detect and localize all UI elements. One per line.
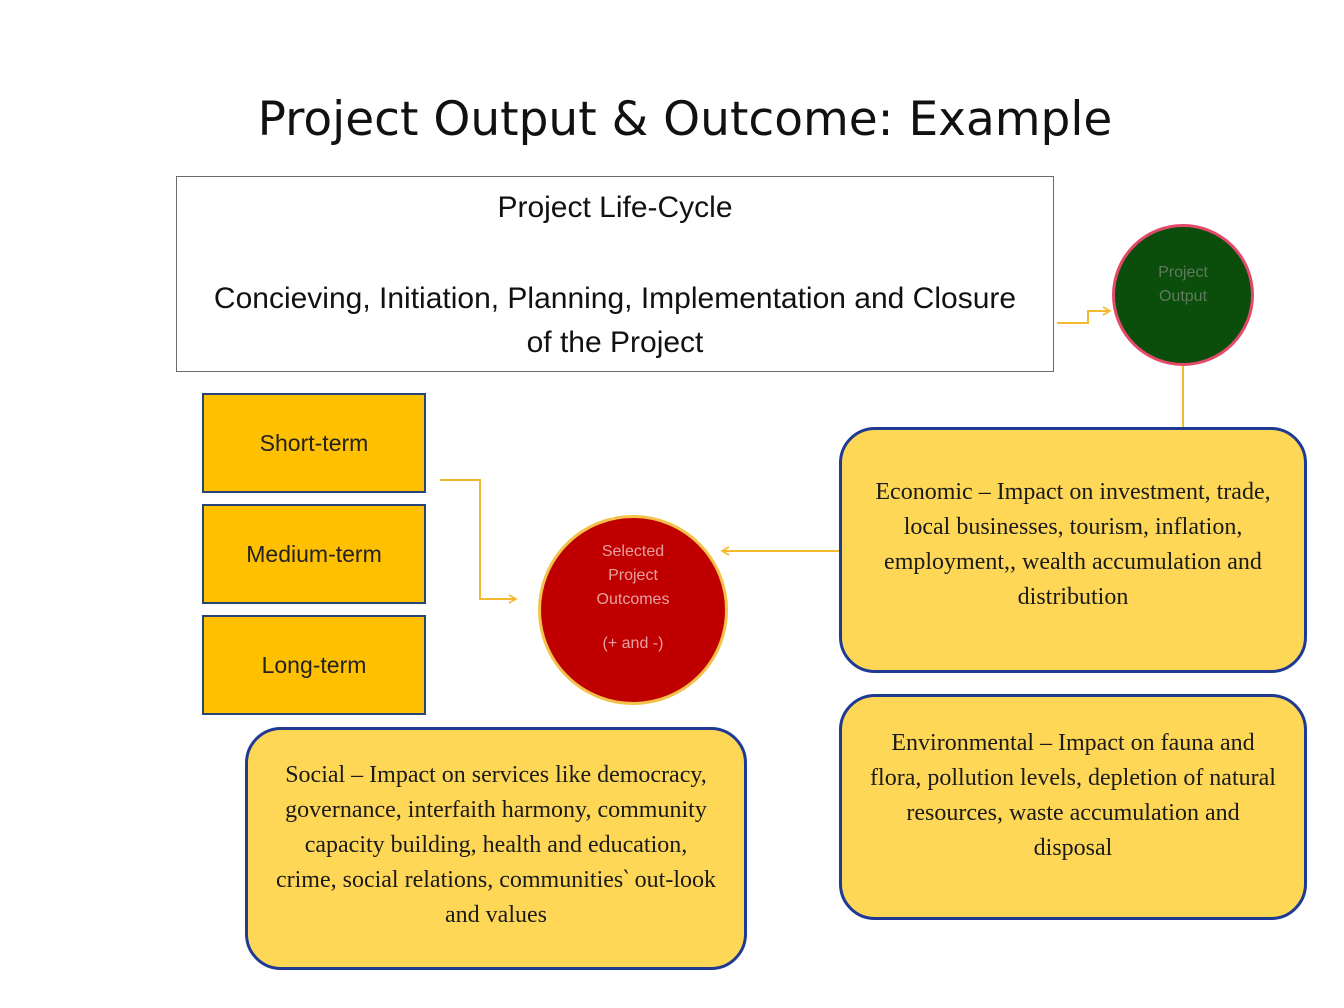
environmental-impact-box: Environmental – Impact on fauna and flor… xyxy=(839,694,1307,920)
outcomes-label-line4: (+ and -) xyxy=(602,635,664,652)
output-label-line1: Project xyxy=(1158,264,1208,281)
outcomes-label-line3: Outcomes xyxy=(596,591,670,608)
lifecycle-box: Project Life-Cycle Concieving, Initiatio… xyxy=(176,176,1054,372)
economic-impact-box: Economic – Impact on investment, trade, … xyxy=(839,427,1307,673)
term-short-label: Short-term xyxy=(259,429,369,456)
lifecycle-title: Project Life-Cycle xyxy=(497,191,733,224)
social-impact-text: Social – Impact on services like democra… xyxy=(275,762,716,928)
environmental-impact-text: Environmental – Impact on fauna and flor… xyxy=(870,730,1276,861)
outcomes-label-line1: Selected xyxy=(601,543,665,560)
term-medium-box: Medium-term xyxy=(202,504,426,604)
social-impact-box: Social – Impact on services like democra… xyxy=(245,727,747,970)
term-short-box: Short-term xyxy=(202,393,426,493)
term-medium-label: Medium-term xyxy=(246,540,382,567)
connector-terms-to-outcomes xyxy=(440,479,518,604)
lifecycle-description: Concieving, Initiation, Planning, Implem… xyxy=(213,282,1017,359)
selected-outcomes-node: Selected Project Outcomes (+ and -) xyxy=(538,515,728,705)
outcomes-label-line2: Project xyxy=(608,567,658,584)
output-label-line2: Output xyxy=(1158,288,1208,305)
page-title: Project Output & Outcome: Example xyxy=(257,92,1113,147)
term-long-label: Long-term xyxy=(261,651,367,678)
project-output-node: Project Output xyxy=(1112,224,1254,366)
term-long-box: Long-term xyxy=(202,615,426,715)
economic-impact-text: Economic – Impact on investment, trade, … xyxy=(875,479,1271,610)
connector-lifecycle-to-output xyxy=(1057,306,1112,324)
